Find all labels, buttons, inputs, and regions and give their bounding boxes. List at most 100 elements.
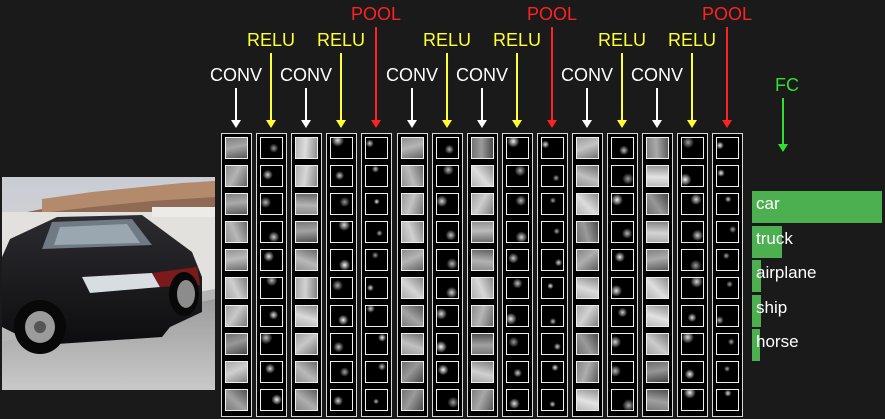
activation-map — [365, 249, 388, 271]
activation-map — [541, 361, 564, 383]
activation-map — [681, 193, 704, 215]
activation-map — [681, 165, 704, 187]
activation-map — [611, 221, 634, 243]
activation-map — [401, 389, 424, 411]
activation-map — [225, 277, 248, 299]
activation-map — [365, 361, 388, 383]
activation-map — [330, 137, 353, 159]
activation-map — [225, 333, 248, 355]
activation-map — [506, 221, 529, 243]
activation-map — [471, 277, 494, 299]
activation-map — [541, 137, 564, 159]
layer-label-conv: CONV — [630, 65, 684, 85]
activation-map — [401, 361, 424, 383]
activation-map — [646, 193, 669, 215]
activation-map — [436, 361, 459, 383]
class-score-bar — [752, 260, 761, 292]
arrow-head — [336, 120, 346, 128]
input-car-photo — [2, 177, 215, 390]
layer-label-relu: RELU — [667, 30, 717, 50]
activation-map — [471, 165, 494, 187]
layer-label-conv: CONV — [455, 65, 509, 85]
activation-map — [330, 249, 353, 271]
activation-map — [506, 137, 529, 159]
activation-map — [365, 389, 388, 411]
class-label: horse — [756, 332, 799, 351]
activation-map — [330, 305, 353, 327]
activation-map — [541, 277, 564, 299]
activation-map — [576, 389, 599, 411]
activation-map — [716, 221, 739, 243]
activation-map — [541, 249, 564, 271]
activation-map — [436, 249, 459, 271]
activation-map — [225, 249, 248, 271]
arrow-head — [652, 120, 662, 128]
activation-map — [330, 361, 353, 383]
activation-map — [471, 137, 494, 159]
activation-map — [365, 193, 388, 215]
layer-label-conv: CONV — [385, 65, 439, 85]
activation-map — [260, 193, 283, 215]
activation-column-pool — [712, 133, 743, 417]
activation-map — [716, 249, 739, 271]
activation-map — [611, 249, 634, 271]
arrow-head — [407, 120, 417, 128]
activation-map — [330, 193, 353, 215]
activation-column-conv — [397, 133, 428, 417]
arrow-head — [617, 120, 627, 128]
activation-map — [611, 361, 634, 383]
fc-label: FC — [775, 75, 799, 95]
layer-label-pool: POOL — [350, 4, 402, 24]
activation-map — [541, 221, 564, 243]
activation-map — [260, 165, 283, 187]
activation-map — [436, 333, 459, 355]
arrow-head — [231, 120, 241, 128]
activation-map — [295, 249, 318, 271]
activation-map — [576, 137, 599, 159]
activation-map — [611, 193, 634, 215]
activation-map — [541, 389, 564, 411]
arrow-head — [687, 120, 697, 128]
activation-map — [295, 165, 318, 187]
activation-map — [716, 277, 739, 299]
layer-label-relu: RELU — [422, 30, 472, 50]
activation-map — [506, 389, 529, 411]
activation-map — [611, 277, 634, 299]
activation-map — [506, 165, 529, 187]
activation-map — [330, 165, 353, 187]
activation-map — [436, 193, 459, 215]
activation-map — [436, 277, 459, 299]
arrow-head — [477, 120, 487, 128]
activation-map — [716, 389, 739, 411]
activation-map — [681, 249, 704, 271]
activation-column-relu — [432, 133, 463, 417]
activation-map — [646, 389, 669, 411]
activation-map — [576, 333, 599, 355]
activation-map — [225, 221, 248, 243]
activation-map — [260, 277, 283, 299]
class-label: ship — [756, 297, 788, 317]
activation-map — [260, 361, 283, 383]
activation-map — [611, 305, 634, 327]
activation-map — [295, 361, 318, 383]
activation-map — [295, 277, 318, 299]
activation-map — [225, 305, 248, 327]
activation-map — [471, 389, 494, 411]
activation-map — [365, 277, 388, 299]
activation-column-relu — [502, 133, 533, 417]
activation-map — [716, 165, 739, 187]
activation-map — [681, 305, 704, 327]
activation-map — [330, 277, 353, 299]
activation-map — [576, 305, 599, 327]
activation-map — [225, 165, 248, 187]
activation-map — [436, 389, 459, 411]
activation-map — [576, 193, 599, 215]
activation-map — [471, 249, 494, 271]
activation-map — [576, 277, 599, 299]
activation-map — [541, 193, 564, 215]
activation-map — [260, 333, 283, 355]
activation-map — [611, 333, 634, 355]
arrow-head — [442, 120, 452, 128]
class-score-bar — [752, 191, 882, 223]
activation-column-conv — [221, 133, 252, 417]
